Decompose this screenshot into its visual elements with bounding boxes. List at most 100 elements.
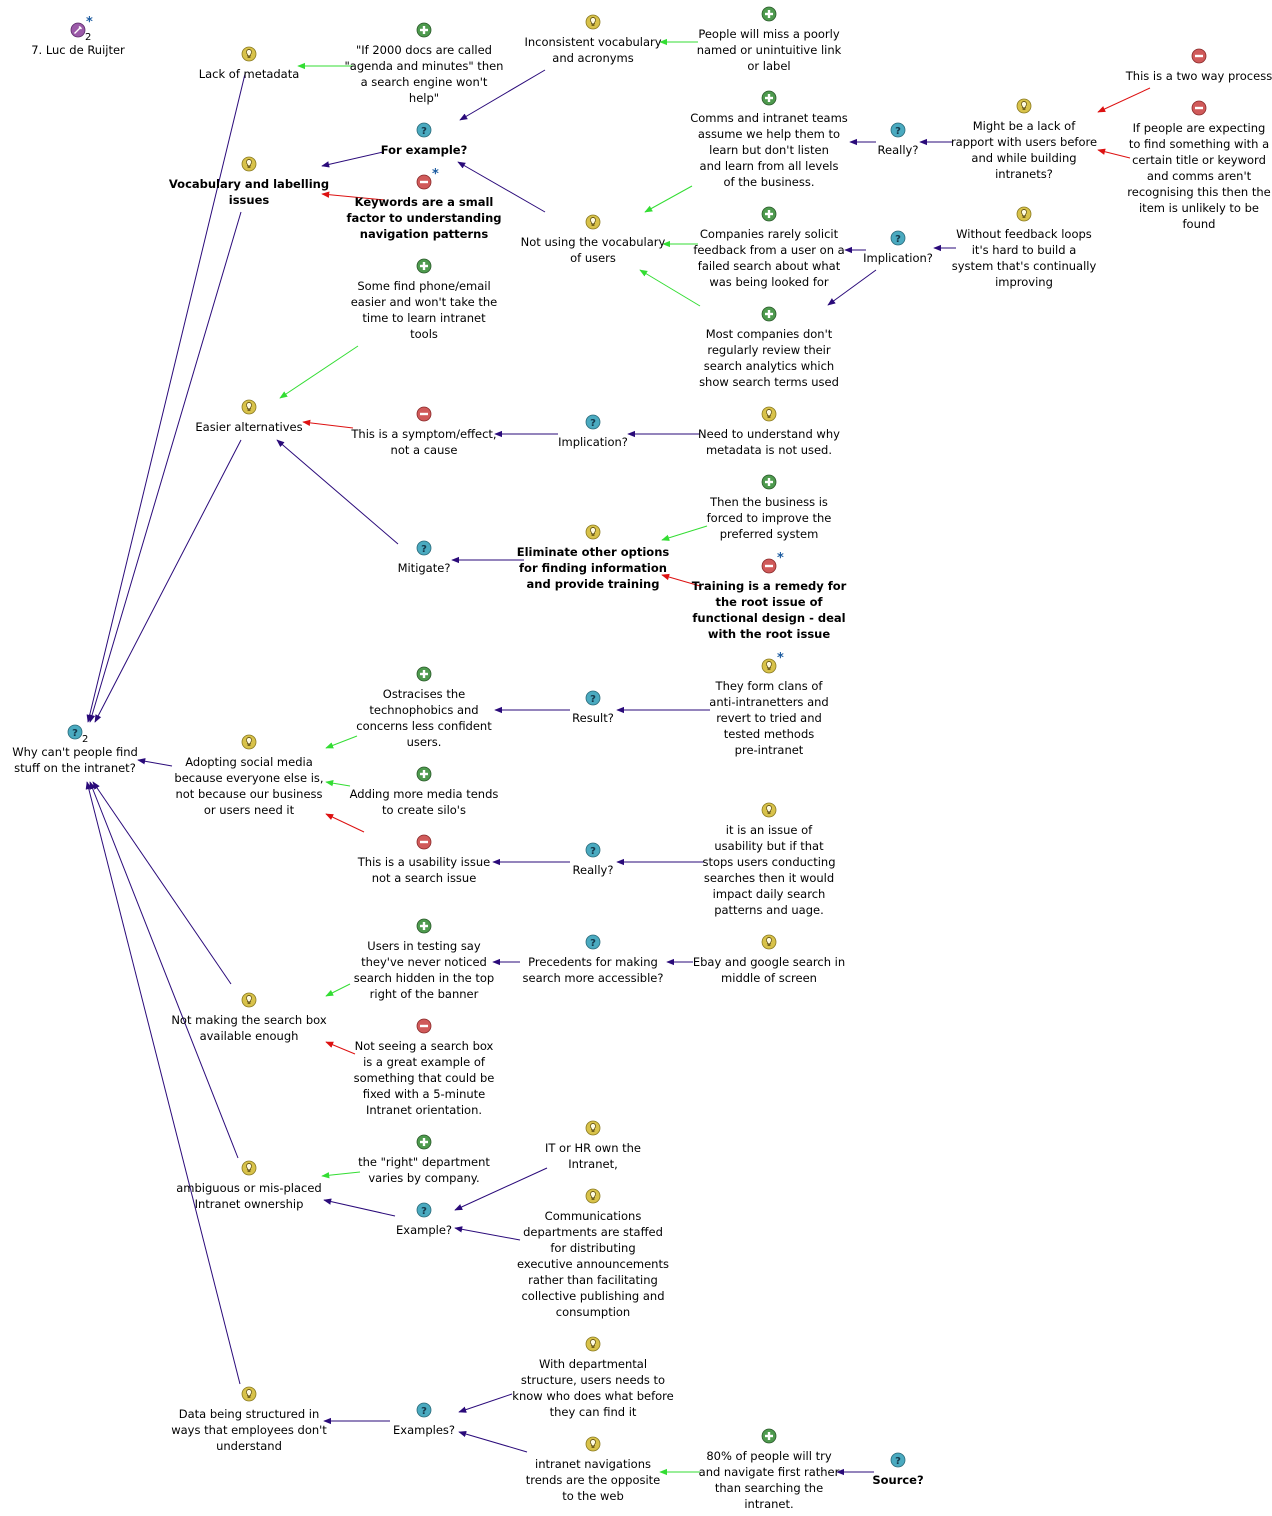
- idea-node[interactable]: Need to understand why metadata is not u…: [639, 406, 899, 458]
- plus-icon[interactable]: [416, 1134, 432, 1150]
- lightbulb-icon[interactable]: [761, 934, 777, 950]
- idea-node[interactable]: Lack of metadata: [119, 46, 379, 82]
- idea-node[interactable]: IT or HR own the Intranet,: [463, 1120, 723, 1172]
- idea-node[interactable]: With departmental structure, users needs…: [463, 1336, 723, 1420]
- plus-icon[interactable]: [416, 766, 432, 782]
- question-node[interactable]: ?Examples?: [294, 1402, 554, 1438]
- plus-icon[interactable]: [761, 6, 777, 22]
- plus-icon[interactable]: [416, 666, 432, 682]
- lightbulb-icon[interactable]: [241, 399, 257, 415]
- lightbulb-icon[interactable]: [585, 1120, 601, 1136]
- question-icon[interactable]: ?: [416, 1402, 432, 1418]
- lightbulb-icon[interactable]: [585, 214, 601, 230]
- pro-node[interactable]: 80% of people will try and navigate firs…: [639, 1428, 899, 1512]
- lightbulb-icon[interactable]: [585, 1436, 601, 1452]
- lightbulb-icon[interactable]: [241, 1160, 257, 1176]
- pro-node[interactable]: the "right" department varies by company…: [294, 1134, 554, 1186]
- minus-icon[interactable]: [416, 834, 432, 850]
- idea-node[interactable]: Vocabulary and labelling issues: [119, 156, 379, 208]
- pro-node[interactable]: Ostracises the technophobics and concern…: [294, 666, 554, 750]
- idea-node[interactable]: Data being structured in ways that emplo…: [119, 1386, 379, 1454]
- pro-node[interactable]: People will miss a poorly named or unint…: [639, 6, 899, 74]
- minus-icon[interactable]: [416, 1018, 432, 1034]
- lightbulb-icon[interactable]: [1016, 98, 1032, 114]
- con-node[interactable]: *Training is a remedy for the root issue…: [639, 552, 899, 642]
- question-icon[interactable]: ?: [890, 122, 906, 138]
- lightbulb-icon[interactable]: *: [761, 652, 784, 674]
- lightbulb-icon[interactable]: [585, 524, 601, 540]
- idea-node[interactable]: Not making the search box available enou…: [119, 992, 379, 1044]
- question-node[interactable]: ?Really?: [768, 122, 1028, 158]
- lightbulb-icon[interactable]: [241, 46, 257, 62]
- pro-node[interactable]: Adding more media tends to create silo's: [294, 766, 554, 818]
- con-node[interactable]: Not seeing a search box is a great examp…: [294, 1018, 554, 1118]
- question-node[interactable]: ?Result?: [463, 690, 723, 726]
- pro-node[interactable]: Users in testing say they've never notic…: [294, 918, 554, 1002]
- question-node[interactable]: ?Mitigate?: [294, 540, 554, 576]
- minus-icon[interactable]: [1191, 48, 1207, 64]
- pro-node[interactable]: Companies rarely solicit feedback from a…: [639, 206, 899, 290]
- plus-icon[interactable]: [761, 1428, 777, 1444]
- minus-icon[interactable]: *: [761, 552, 784, 574]
- plus-icon[interactable]: [761, 474, 777, 490]
- question-node[interactable]: ?Implication?: [768, 230, 1028, 266]
- question-node[interactable]: ?For example?: [294, 122, 554, 158]
- idea-node[interactable]: Inconsistent vocabulary and acronyms: [463, 14, 723, 66]
- minus-icon[interactable]: [416, 406, 432, 422]
- question-icon[interactable]: ?: [585, 934, 601, 950]
- map-icon[interactable]: *2: [70, 16, 93, 43]
- minus-icon[interactable]: [1191, 100, 1207, 116]
- idea-node[interactable]: ambiguous or mis-placed Intranet ownersh…: [119, 1160, 379, 1212]
- con-node[interactable]: This is a usability issue not a search i…: [294, 834, 554, 886]
- idea-node[interactable]: Adopting social media because everyone e…: [119, 734, 379, 818]
- idea-node[interactable]: Eliminate other options for finding info…: [463, 524, 723, 592]
- idea-node[interactable]: Might be a lack of rapport with users be…: [894, 98, 1154, 182]
- idea-node[interactable]: Without feedback loops it's hard to buil…: [894, 206, 1154, 290]
- question-node[interactable]: ?Really?: [463, 842, 723, 878]
- question-icon[interactable]: ?: [416, 122, 432, 138]
- con-node[interactable]: This is a symptom/effect, not a cause: [294, 406, 554, 458]
- idea-node[interactable]: Easier alternatives: [119, 399, 379, 435]
- con-node[interactable]: If people are expecting to find somethin…: [1069, 100, 1272, 232]
- question-icon[interactable]: ?: [890, 1452, 906, 1468]
- pro-node[interactable]: Then the business is forced to improve t…: [639, 474, 899, 542]
- plus-icon[interactable]: [761, 90, 777, 106]
- question-icon[interactable]: ?: [890, 230, 906, 246]
- lightbulb-icon[interactable]: [585, 1336, 601, 1352]
- lightbulb-icon[interactable]: [241, 156, 257, 172]
- plus-icon[interactable]: [761, 206, 777, 222]
- lightbulb-icon[interactable]: [241, 1386, 257, 1402]
- question-node[interactable]: ?Implication?: [463, 414, 723, 450]
- lightbulb-icon[interactable]: [241, 734, 257, 750]
- question-icon[interactable]: ?: [585, 842, 601, 858]
- idea-node[interactable]: Ebay and google search in middle of scre…: [639, 934, 899, 986]
- question-node[interactable]: ?Precedents for making search more acces…: [463, 934, 723, 986]
- plus-icon[interactable]: [761, 306, 777, 322]
- question-icon[interactable]: ?: [585, 414, 601, 430]
- con-node[interactable]: *Keywords are a small factor to understa…: [294, 168, 554, 242]
- con-node[interactable]: This is a two way process: [1069, 48, 1272, 84]
- question-icon[interactable]: ?: [416, 1202, 432, 1218]
- plus-icon[interactable]: [416, 258, 432, 274]
- plus-icon[interactable]: [416, 22, 432, 38]
- lightbulb-icon[interactable]: [241, 992, 257, 1008]
- lightbulb-icon[interactable]: [585, 14, 601, 30]
- question-icon[interactable]: ?: [416, 540, 432, 556]
- question-node[interactable]: ?Example?: [294, 1202, 554, 1238]
- question-icon[interactable]: ?: [585, 690, 601, 706]
- minus-icon[interactable]: *: [416, 168, 439, 190]
- lightbulb-icon[interactable]: [585, 1188, 601, 1204]
- plus-icon[interactable]: [416, 918, 432, 934]
- idea-node[interactable]: it is an issue of usability but if that …: [639, 802, 899, 918]
- pro-node[interactable]: Some find phone/email easier and won't t…: [294, 258, 554, 342]
- pro-node[interactable]: "If 2000 docs are called "agenda and min…: [294, 22, 554, 106]
- lightbulb-icon[interactable]: [761, 802, 777, 818]
- idea-node[interactable]: Communications departments are staffed f…: [463, 1188, 723, 1320]
- pro-node[interactable]: Most companies don't regularly review th…: [639, 306, 899, 390]
- question-icon[interactable]: ?2: [67, 724, 88, 745]
- idea-node[interactable]: Not using the vocabulary of users: [463, 214, 723, 266]
- question-node[interactable]: ?Source?: [768, 1452, 1028, 1488]
- lightbulb-icon[interactable]: [1016, 206, 1032, 222]
